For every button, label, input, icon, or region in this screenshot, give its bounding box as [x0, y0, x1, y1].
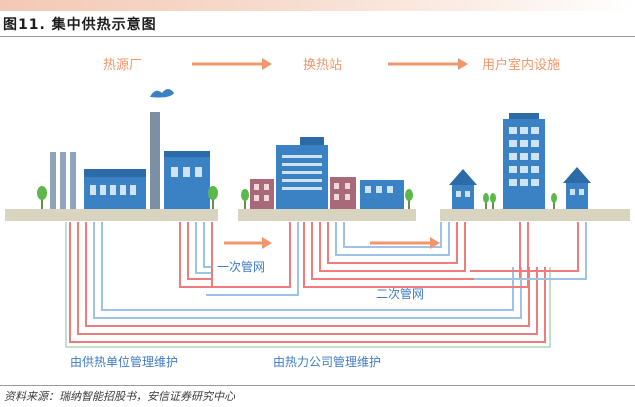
- tree-icon: [241, 189, 249, 209]
- title-divider: [0, 36, 635, 37]
- primary-network-pipes: [65, 222, 551, 348]
- heating-diagram: 热源厂 换热站 用户室内设施: [5, 57, 630, 369]
- figure-title: 图11. 集中供热示意图: [3, 17, 157, 33]
- arrow-right-icon: [224, 237, 272, 249]
- header-band: [0, 0, 635, 11]
- company-maintenance-label: 由热力公司管理维护: [273, 354, 381, 369]
- tree-icon: [37, 186, 47, 209]
- tree-icon: [208, 186, 218, 209]
- arrow-right-icon: [370, 237, 440, 249]
- flow-label-heat-source: 热源厂: [103, 58, 142, 73]
- house-icon: [563, 167, 591, 209]
- ground-strip: [440, 209, 630, 221]
- flow-label-user-facility: 用户室内设施: [482, 57, 560, 73]
- residential-building-icon: [503, 113, 545, 209]
- secondary-network-label: 二次管网: [376, 286, 424, 301]
- heat-unit-maintenance-label: 由供热单位管理维护: [70, 354, 178, 369]
- flow-label-exchange-station: 换热站: [303, 58, 342, 73]
- tree-icon: [483, 193, 496, 209]
- ground-strip: [238, 209, 416, 221]
- primary-network-label: 一次管网: [217, 259, 265, 274]
- arrow-right-icon: [192, 58, 272, 70]
- factory-icon: [50, 89, 210, 209]
- arrow-right-icon: [388, 58, 468, 70]
- secondary-network-pipes: [303, 222, 587, 288]
- exchange-station-icon: [250, 137, 404, 209]
- house-icon: [449, 169, 477, 209]
- tree-icon: [551, 193, 557, 209]
- source-note: 资料来源：瑞纳智能招股书，安信证券研究中心: [4, 390, 235, 403]
- ground-strip: [5, 209, 218, 221]
- source-divider: [0, 385, 635, 386]
- tree-icon: [405, 189, 413, 209]
